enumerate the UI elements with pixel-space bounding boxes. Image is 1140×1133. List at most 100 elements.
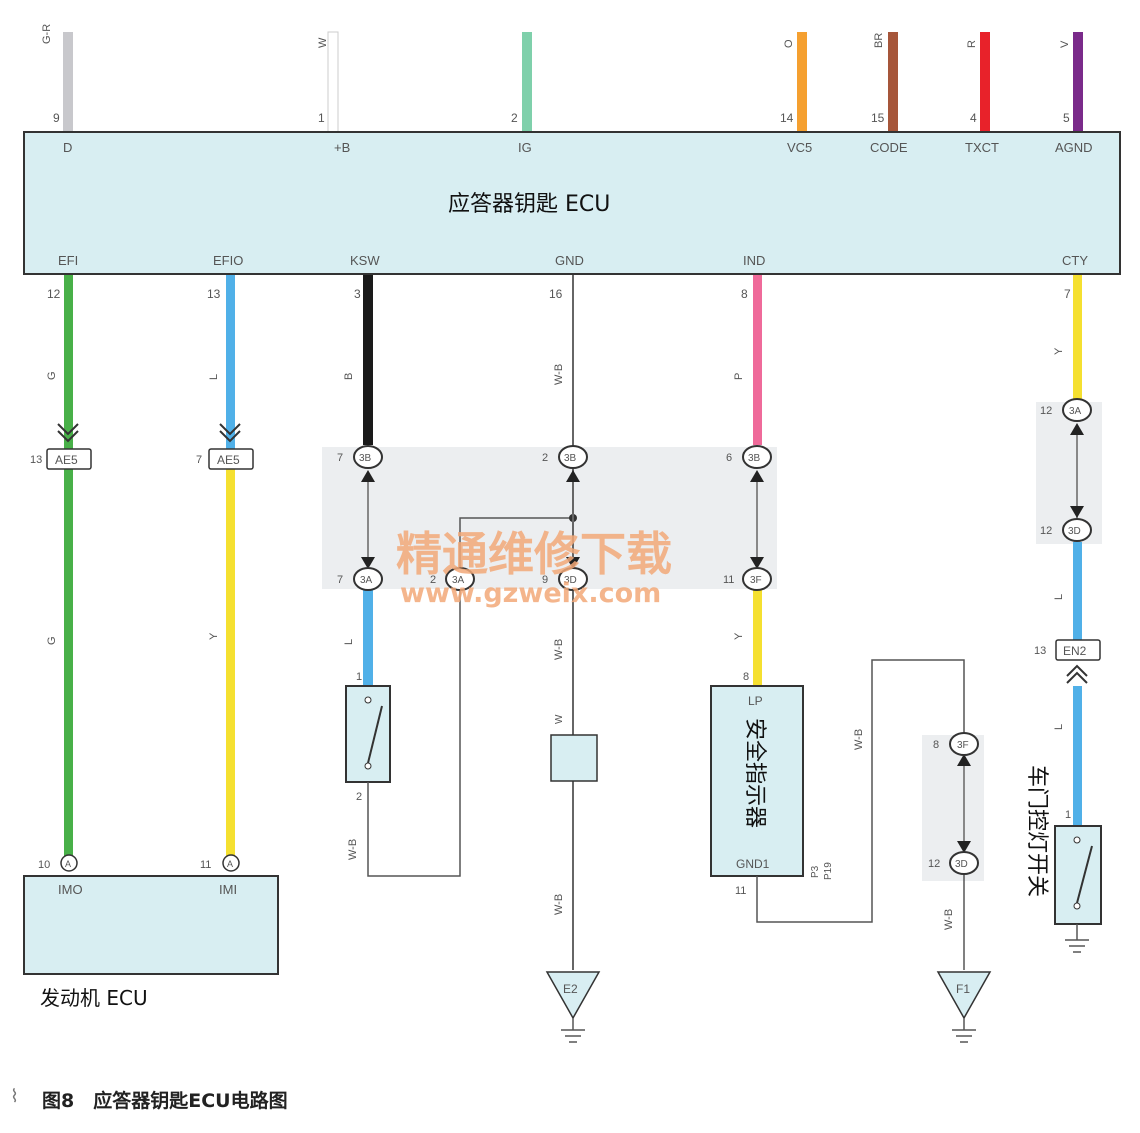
connector-3a-cty-label: 3A [1069, 406, 1082, 417]
arrow-up-gnd [566, 470, 580, 482]
pin-name-cty: CTY [1062, 253, 1088, 268]
pin-num-ind: 8 [741, 287, 748, 301]
wire-code-txct: R [966, 40, 978, 48]
wire-code-code: BR [873, 33, 885, 48]
connector-3a-ksw-pin: 7 [337, 574, 343, 586]
wire-code-f1: W-B [943, 909, 955, 930]
connector-3f-f1-label: 3F [957, 740, 969, 751]
chevron-marks-efi [57, 423, 241, 443]
connector-3d-f1: 3D 12 [928, 851, 979, 875]
connector-3b-ksw-label: 3B [359, 453, 372, 464]
engine-pin-name-imi: IMI [219, 882, 237, 897]
connector-3a-return: 3A 2 [430, 567, 475, 591]
connector-3b-ksw: 3B 7 [337, 445, 383, 469]
door-switch-name: 车门控灯开关 [1024, 765, 1049, 897]
connector-3d-f1-pin: 12 [928, 858, 940, 870]
wire-switch-return [367, 517, 573, 877]
connector-3b-ksw-pin: 7 [337, 452, 343, 464]
wire-code-ksw: B [343, 373, 355, 380]
connector-3a-return-label: 3A [452, 575, 465, 586]
transponder-ecu-box [23, 131, 1121, 275]
arrow-up-ksw [361, 470, 375, 482]
door-switch-pin: 1 [1065, 809, 1071, 821]
wire-ig [522, 32, 532, 132]
connector-ae5-left-label: AE5 [55, 453, 78, 467]
connector-3a-return-pin: 2 [430, 574, 436, 586]
indicator-lp: LP [748, 694, 763, 708]
wire-code-plusb: W [317, 37, 329, 48]
wire-code-ind: P [733, 373, 745, 380]
figure-caption: 图8 应答器钥匙ECU电路图 [42, 1090, 288, 1112]
wire-code-d: G-R [41, 24, 53, 44]
key-switch-contact-bottom [364, 762, 372, 770]
indicator-pin-bottom: 11 [735, 885, 746, 897]
wire-code-switch-return: W-B [347, 839, 359, 860]
arrow-up-cty [1070, 423, 1084, 435]
wire-ksw [363, 275, 373, 445]
pin-name-txct: TXCT [965, 140, 999, 155]
door-switch-contact-bottom [1073, 902, 1081, 910]
connector-3a-cty-pin: 12 [1040, 405, 1052, 417]
pin-name-vc5: VC5 [787, 140, 812, 155]
connector-3d-f1-label: 3D [955, 859, 968, 870]
wire-plusb [327, 31, 339, 133]
arrow-down-ind [750, 557, 764, 569]
connector-3f-ind: 3F 11 [723, 567, 772, 591]
connector-3b-gnd-pin: 2 [542, 452, 548, 464]
wire-code [888, 32, 898, 132]
pin-num-plusb: 1 [318, 111, 325, 125]
pin-num-vc5: 14 [780, 111, 794, 125]
wire-code-cty-lower2: L [1053, 724, 1065, 730]
transponder-ecu-title: 应答器钥匙 ECU [448, 192, 610, 217]
connector-3f-f1-pin: 8 [933, 739, 939, 751]
chevron-marks-en2 [1066, 664, 1088, 684]
arrow-down-ksw [361, 557, 375, 569]
wire-code-lp-gnd: W-B [853, 729, 865, 750]
indicator-connector: P3 [810, 865, 821, 878]
wire-efio-lower [226, 466, 235, 866]
connector-en2 [1055, 639, 1101, 661]
pin-num-code: 15 [871, 111, 885, 125]
wire-cty-lower [1073, 542, 1082, 642]
pin-num-txct: 4 [970, 111, 977, 125]
wire-efio [226, 275, 235, 450]
wire-cty [1073, 275, 1082, 402]
wire-code-cty-lower: L [1053, 594, 1065, 600]
pin-name-ig: IG [518, 140, 532, 155]
connector-3d-gnd-pin: 9 [542, 574, 548, 586]
pin-num-cty: 7 [1064, 287, 1071, 301]
watermark-line1: 精通维修下载 [396, 527, 672, 581]
connector-ae5-right [208, 448, 254, 470]
arrow-up-ind [750, 470, 764, 482]
connector-3d-gnd: 3D 9 [542, 567, 588, 591]
wire-code-gnd-3: W-B [553, 894, 565, 915]
engine-pin-num-imo: 10 [38, 859, 50, 871]
key-switch-pin-bottom: 2 [356, 791, 362, 803]
pin-name-agnd: AGND [1055, 140, 1093, 155]
pin-name-efi: EFI [58, 253, 78, 268]
arrow-down-f1 [957, 841, 971, 853]
wire-ind-lower [753, 590, 762, 686]
wire-ksw-lower [363, 590, 373, 685]
connector-ae5-right-pin: 7 [196, 454, 202, 466]
pin-num-d: 9 [53, 111, 60, 125]
connector-3f-f1: 3F 8 [933, 732, 979, 756]
arrow-down-gnd [566, 557, 580, 569]
pin-name-d: D [63, 140, 72, 155]
wire-vc5 [797, 32, 807, 132]
ground-symbol-e2 [561, 1018, 585, 1043]
arrow-down-cty [1070, 506, 1084, 518]
security-indicator-box [710, 685, 804, 877]
pin-circle-imo-letter: A [65, 859, 71, 869]
ground-f1-label: F1 [956, 982, 970, 996]
wire-code-gnd-2: W-B [553, 639, 565, 660]
connector-3b-ind-pin: 6 [726, 452, 732, 464]
engine-ecu-box [23, 875, 279, 975]
connector-3b-gnd: 3B 2 [542, 445, 588, 469]
wire-txct [980, 32, 990, 132]
connector-3d-cty-pin: 12 [1040, 525, 1052, 537]
pin-num-gnd: 16 [549, 287, 563, 301]
pin-num-efio: 13 [207, 287, 221, 301]
key-switch-blade [367, 705, 383, 764]
